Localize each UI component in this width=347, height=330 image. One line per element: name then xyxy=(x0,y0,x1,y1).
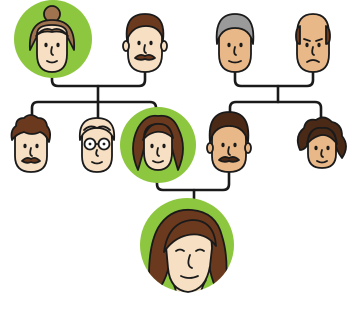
woman-curly-hair-icon xyxy=(296,116,347,169)
connector-maternal-siblings xyxy=(228,100,323,119)
woman-long-hair-icon xyxy=(132,114,184,171)
man-mustache-icon xyxy=(206,111,252,173)
woman-long-hair-icon xyxy=(148,208,228,293)
woman-hair-bun-icon xyxy=(29,5,75,73)
connector-paternal-siblings xyxy=(30,100,158,119)
man-bald-icon xyxy=(295,13,331,73)
man-curly-hair-icon xyxy=(10,114,52,173)
woman-grey-hair-icon xyxy=(215,13,255,73)
man-mustache-icon xyxy=(122,13,168,73)
tree-connectors xyxy=(30,70,323,216)
connector-maternal-couple xyxy=(233,70,315,88)
man-glasses-icon xyxy=(78,117,116,173)
